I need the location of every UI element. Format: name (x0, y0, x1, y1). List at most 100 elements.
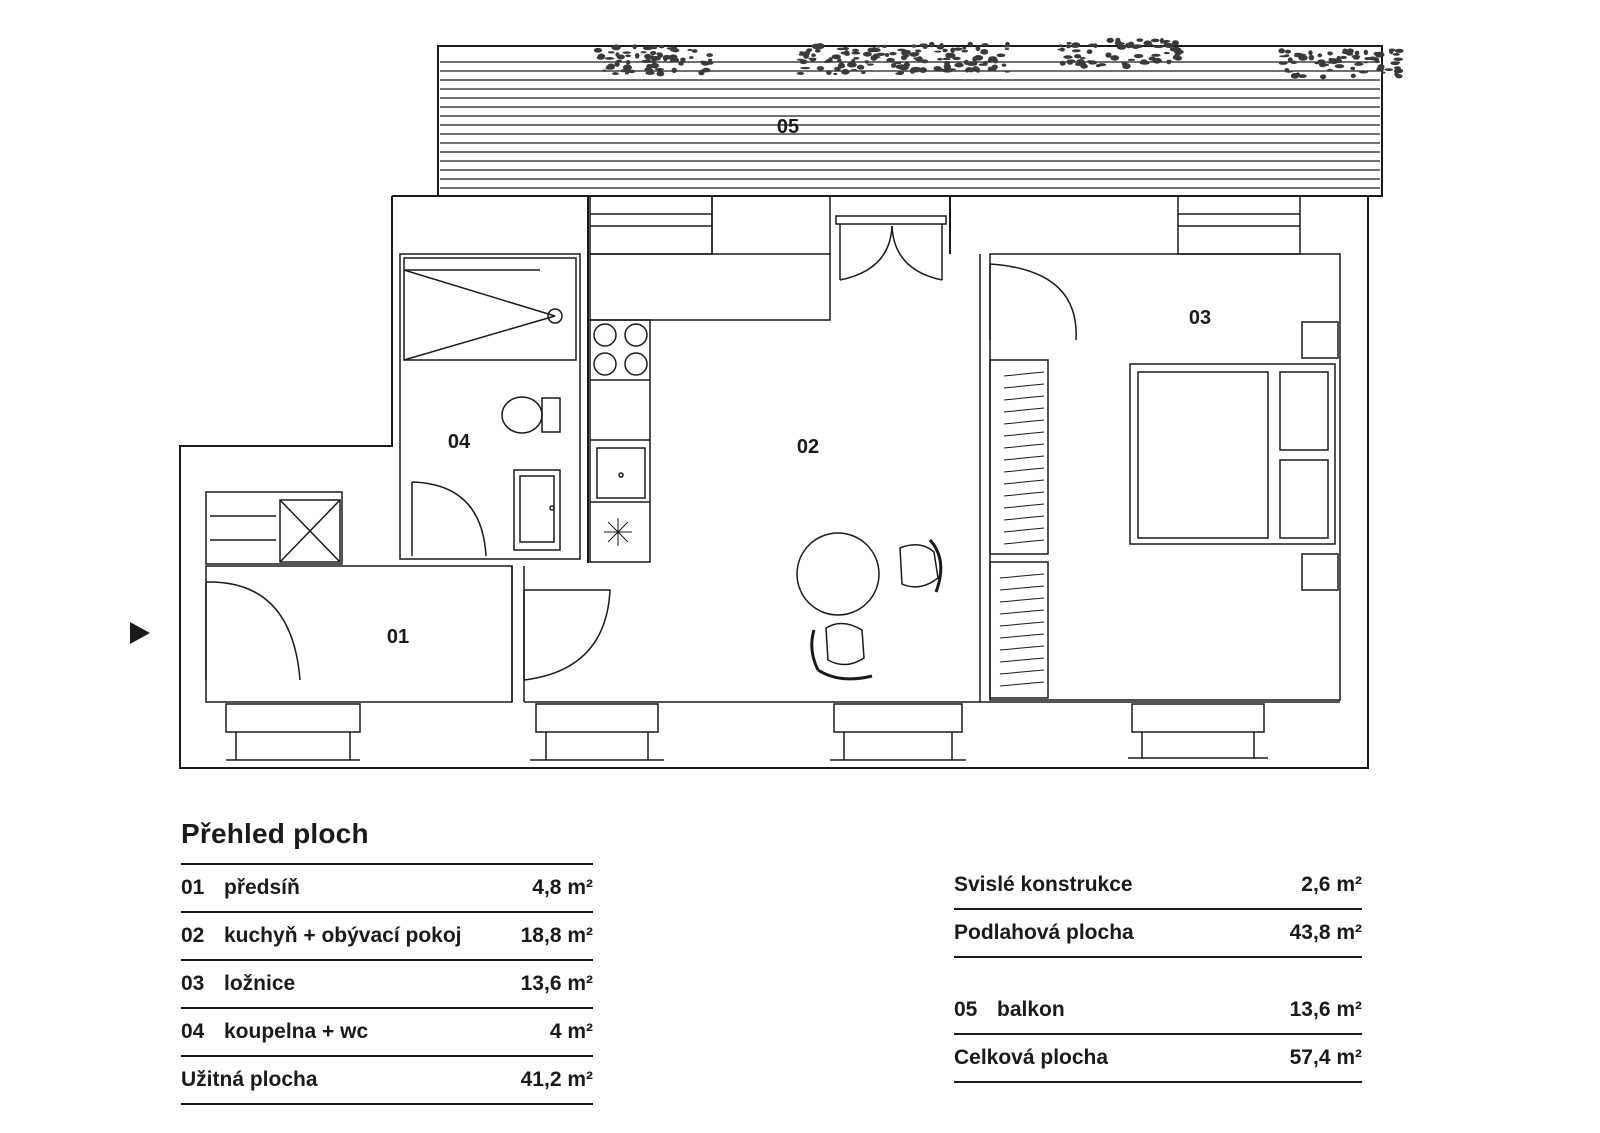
leaf-shape (914, 68, 921, 73)
leaf-shape (894, 62, 902, 65)
leaf-shape (902, 49, 911, 53)
leaf-shape (1059, 60, 1066, 66)
leaf-shape (1128, 41, 1134, 46)
leaf-shape (799, 51, 804, 55)
leaf-shape (961, 49, 969, 53)
leaf-shape (1314, 62, 1320, 65)
balcony-door (835, 215, 947, 281)
leaf-shape (1317, 59, 1325, 63)
leaf-shape (1172, 40, 1179, 46)
leaf-shape (1394, 66, 1401, 70)
leaf-shape (852, 48, 859, 53)
leaf-shape (1287, 57, 1293, 63)
leaf-shape (650, 62, 660, 69)
leaf-shape (663, 55, 668, 62)
leaf-shape (1392, 53, 1400, 56)
row-area: 18,8 m² (520, 924, 593, 947)
leaf-shape (1136, 38, 1144, 42)
row-name: balkon (997, 998, 1065, 1021)
row-name: ložnice (224, 972, 296, 995)
leaf-shape (1133, 53, 1144, 59)
leaf-shape (847, 64, 856, 67)
leaf-shape (1350, 73, 1356, 79)
leaf-shape (945, 52, 953, 59)
leaf-shape (973, 55, 984, 61)
leaf-shape (937, 57, 943, 61)
leaf-shape (1395, 74, 1403, 79)
outer-walls (179, 195, 1369, 769)
leaf-shape (707, 61, 714, 65)
leaf-shape (851, 51, 861, 55)
room-04-bathroom (399, 253, 581, 560)
leaf-shape (861, 70, 866, 75)
row-area: 13,6 m² (1289, 998, 1362, 1021)
leaf-shape (909, 68, 916, 74)
leaf-shape (828, 57, 833, 62)
leaf-shape (952, 56, 961, 61)
top-windows (589, 195, 1301, 255)
leaf-shape (862, 51, 872, 57)
leaf-shape (1150, 38, 1160, 43)
leaf-shape (1122, 63, 1131, 70)
entrance-arrow-icon (130, 622, 150, 644)
leaf-shape (1079, 56, 1086, 60)
leaf-shape (1004, 47, 1010, 51)
row-name: kuchyň + obývací pokoj (224, 924, 462, 947)
leaf-shape (645, 60, 655, 63)
leaf-shape (841, 68, 850, 75)
leaf-shape (921, 59, 929, 64)
leaf-shape (919, 43, 928, 48)
leaf-shape (1290, 72, 1300, 79)
row-label: Celková plocha (954, 1046, 1108, 1070)
leaf-shape (1002, 45, 1012, 48)
leaf-shape (886, 57, 895, 63)
leaf-shape (1320, 74, 1327, 80)
leaf-shape (811, 43, 821, 50)
leaf-shape (993, 58, 999, 64)
row-name: Celková plocha (954, 1046, 1109, 1069)
leaf-shape (645, 71, 655, 75)
row-name: Podlahová plocha (954, 921, 1134, 944)
leaf-shape (1063, 55, 1073, 59)
leaf-shape (851, 58, 856, 64)
leaf-shape (1058, 44, 1063, 47)
leaf-shape (1153, 58, 1158, 63)
leaf-shape (597, 53, 605, 60)
leaf-shape (954, 62, 964, 68)
leaf-shape (966, 62, 977, 66)
leaf-shape (1351, 54, 1361, 59)
leaf-shape (814, 48, 821, 53)
leaf-shape (941, 68, 950, 72)
leaf-shape (625, 54, 632, 58)
leaf-shape (943, 64, 952, 70)
leaf-shape (1340, 55, 1347, 60)
leaf-shape (1004, 70, 1011, 73)
leaf-shape (1293, 54, 1301, 58)
leaf-shape (987, 66, 997, 72)
leaf-shape (962, 46, 967, 50)
row-number: 03 (181, 972, 205, 995)
row-area: 57,4 m² (1289, 1046, 1362, 1069)
leaf-shape (1071, 44, 1077, 48)
leaf-shape (1169, 47, 1178, 52)
leaf-shape (833, 72, 838, 76)
dining-table (796, 532, 943, 681)
leaf-shape (658, 44, 665, 49)
kitchen-counter (589, 196, 831, 563)
leaf-shape (1368, 56, 1377, 61)
leaf-shape (622, 51, 631, 54)
leaf-shape (593, 47, 603, 53)
leaf-shape (1327, 51, 1333, 56)
leaf-shape (912, 57, 923, 60)
leaf-shape (651, 45, 658, 50)
row-number: 02 (181, 924, 205, 947)
floor-plan: 05 02 03 04 01 (130, 37, 1404, 769)
leaf-shape (811, 53, 816, 58)
